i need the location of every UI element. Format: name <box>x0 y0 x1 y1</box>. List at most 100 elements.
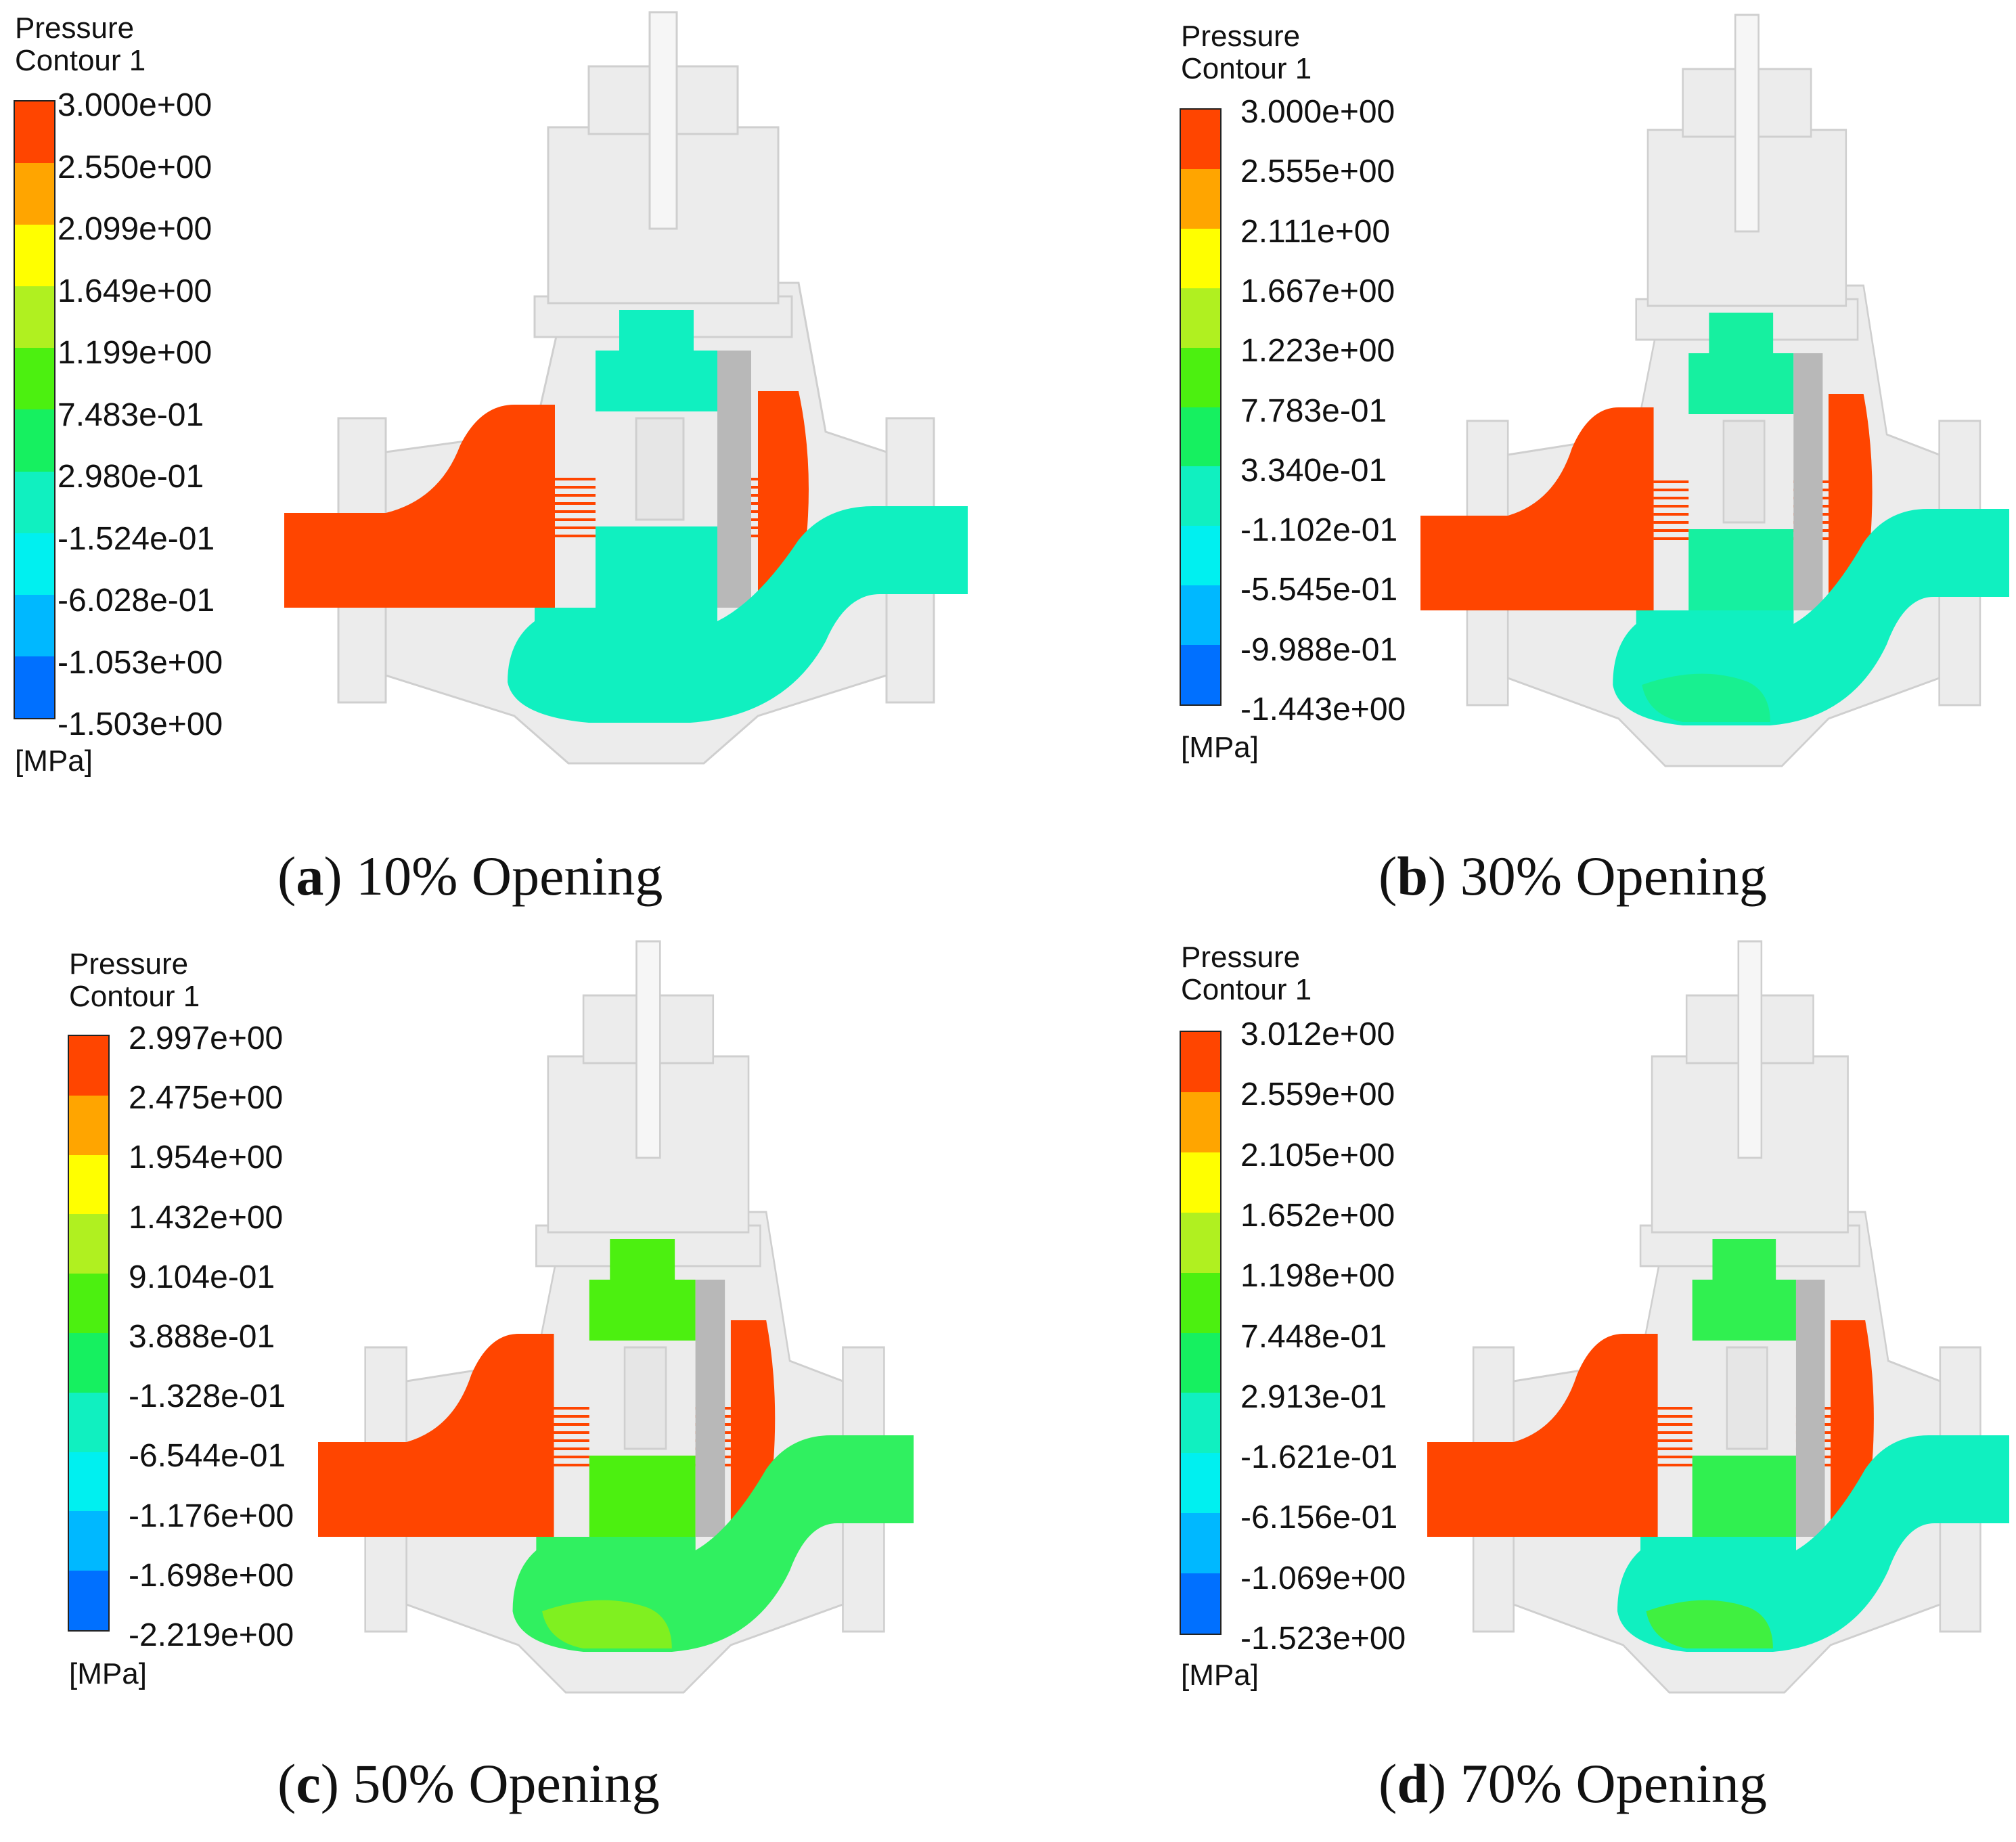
seat-region-fluid <box>1692 1456 1796 1550</box>
tick-label: 1.954e+00 <box>129 1140 284 1176</box>
colorbar-band <box>69 1154 108 1215</box>
bottom-fluid-zone <box>1642 673 1770 722</box>
packing-cavity-fluid <box>1712 1239 1776 1286</box>
colorbar-band <box>1181 288 1220 348</box>
legend-unit: [MPa] <box>1181 731 1259 764</box>
colorbar-band <box>1181 1393 1220 1454</box>
seat-region-fluid <box>1688 529 1794 624</box>
valve-plug <box>635 417 685 521</box>
caption-letter: c <box>296 1753 321 1814</box>
colorbar-band <box>1181 526 1220 586</box>
panel-caption: (a) 10% Opening <box>277 845 663 907</box>
colorbar-band <box>15 594 54 656</box>
colorbar-band <box>1181 1513 1220 1574</box>
tick-label: 3.340e-01 <box>1240 452 1387 489</box>
tick-label: 2.913e-01 <box>1240 1378 1387 1415</box>
tick-label: 2.980e-01 <box>58 459 204 495</box>
colorbar-band <box>69 1571 108 1630</box>
caption-letter: d <box>1397 1753 1428 1814</box>
colorbar <box>14 100 55 719</box>
panel-d: Pressure Contour 1 3.012e+00 2.559e+00 2… <box>1008 921 2015 1842</box>
colorbar-band <box>15 348 54 410</box>
tick-label: 2.997e+00 <box>129 1020 284 1056</box>
colorbar-band <box>1181 1453 1220 1514</box>
colorbar-band <box>1181 645 1220 705</box>
panel-a: Pressure Contour 1 3.000e+00 2.550e+00 2… <box>0 0 1008 921</box>
valve-section <box>318 940 914 1694</box>
colorbar-band <box>1181 407 1220 467</box>
legend-title-line2: Contour 1 <box>1181 52 1312 85</box>
tick-label: -1.698e+00 <box>129 1557 294 1594</box>
tick-label: -1.102e-01 <box>1240 512 1398 549</box>
tick-label: 1.199e+00 <box>58 335 212 371</box>
tick-label: -1.443e+00 <box>1240 692 1406 727</box>
tick-label: 2.099e+00 <box>58 211 212 247</box>
inlet-fluid <box>284 405 555 608</box>
tick-label: 2.105e+00 <box>1240 1137 1395 1173</box>
colorbar-band <box>69 1214 108 1274</box>
tick-label: -6.028e-01 <box>58 583 215 619</box>
legend-title: Pressure Contour 1 <box>1181 20 1312 85</box>
packing-cavity-fluid <box>610 1239 675 1286</box>
tick-label: -5.545e-01 <box>1240 572 1398 608</box>
tick-label: -1.176e+00 <box>129 1498 294 1534</box>
colorbar-band <box>1181 1332 1220 1393</box>
tick-label: 1.667e+00 <box>1240 273 1395 309</box>
colorbar-band <box>15 225 54 287</box>
panel-caption: (c) 50% Opening <box>277 1753 660 1814</box>
legend-title-line2: Contour 1 <box>69 980 200 1013</box>
valve-stem <box>648 11 678 230</box>
colorbar-band <box>15 102 54 164</box>
bottom-fluid-zone <box>542 1600 672 1648</box>
tick-label: -1.524e-01 <box>58 520 215 557</box>
outlet-fluid <box>1613 509 2009 725</box>
colorbar-band <box>69 1095 108 1155</box>
tick-label: -1.523e+00 <box>1240 1621 1406 1657</box>
bonnet-cavity-fluid <box>596 351 717 411</box>
tick-label: 2.559e+00 <box>1240 1077 1395 1113</box>
colorbar-band <box>15 286 54 349</box>
inlet-fluid <box>1420 407 1654 610</box>
colorbar-band <box>1181 585 1220 646</box>
colorbar-band <box>1181 1092 1220 1152</box>
valve-stem <box>1734 14 1760 233</box>
bonnet-cavity-fluid <box>1692 1280 1796 1341</box>
legend-title: Pressure Contour 1 <box>69 948 200 1013</box>
tick-label: 1.649e+00 <box>58 273 212 309</box>
seat-region-fluid <box>596 526 717 621</box>
tick-label: 2.555e+00 <box>1240 154 1395 190</box>
upper-chamber-fluid <box>758 391 809 594</box>
colorbar-band <box>15 656 54 718</box>
colorbar-band <box>69 1511 108 1571</box>
colorbar-band <box>1181 466 1220 526</box>
legend-title-line2: Contour 1 <box>15 44 146 77</box>
tick-label: -6.156e-01 <box>1240 1500 1398 1536</box>
legend-title-line1: Pressure <box>69 947 189 981</box>
tick-label: 1.223e+00 <box>1240 333 1395 369</box>
tick-label: 3.000e+00 <box>1240 94 1395 130</box>
legend-title: Pressure Contour 1 <box>15 12 145 77</box>
colorbar-band <box>69 1036 108 1096</box>
valve-plug <box>1722 420 1766 524</box>
packing-cavity-fluid <box>1709 313 1774 360</box>
tick-label: 7.783e-01 <box>1240 392 1387 429</box>
tick-label: -6.544e-01 <box>129 1438 286 1475</box>
bonnet-cavity-fluid <box>1688 353 1794 414</box>
colorbar-band <box>15 409 54 472</box>
caption-text: 30% Opening <box>1460 845 1767 907</box>
valve-section <box>284 11 968 765</box>
valve-plug <box>1726 1346 1768 1450</box>
cage-wall <box>1795 1280 1825 1537</box>
colorbar-band <box>1181 347 1220 407</box>
tick-label: -1.621e-01 <box>1240 1439 1398 1476</box>
panel-c: Pressure Contour 1 2.997e+00 2.475e+00 1… <box>0 921 1008 1842</box>
tick-label: 2.475e+00 <box>129 1080 284 1117</box>
caption-text: 70% Opening <box>1460 1753 1767 1814</box>
tick-label: 7.483e-01 <box>58 397 204 433</box>
cage-wall <box>717 351 751 608</box>
outlet-fluid <box>508 506 968 723</box>
legend-title-line1: Pressure <box>15 12 135 45</box>
upper-chamber-fluid <box>1831 1320 1874 1523</box>
tick-label: -1.328e-01 <box>129 1378 286 1415</box>
panel-caption: (b) 30% Opening <box>1379 845 1767 907</box>
